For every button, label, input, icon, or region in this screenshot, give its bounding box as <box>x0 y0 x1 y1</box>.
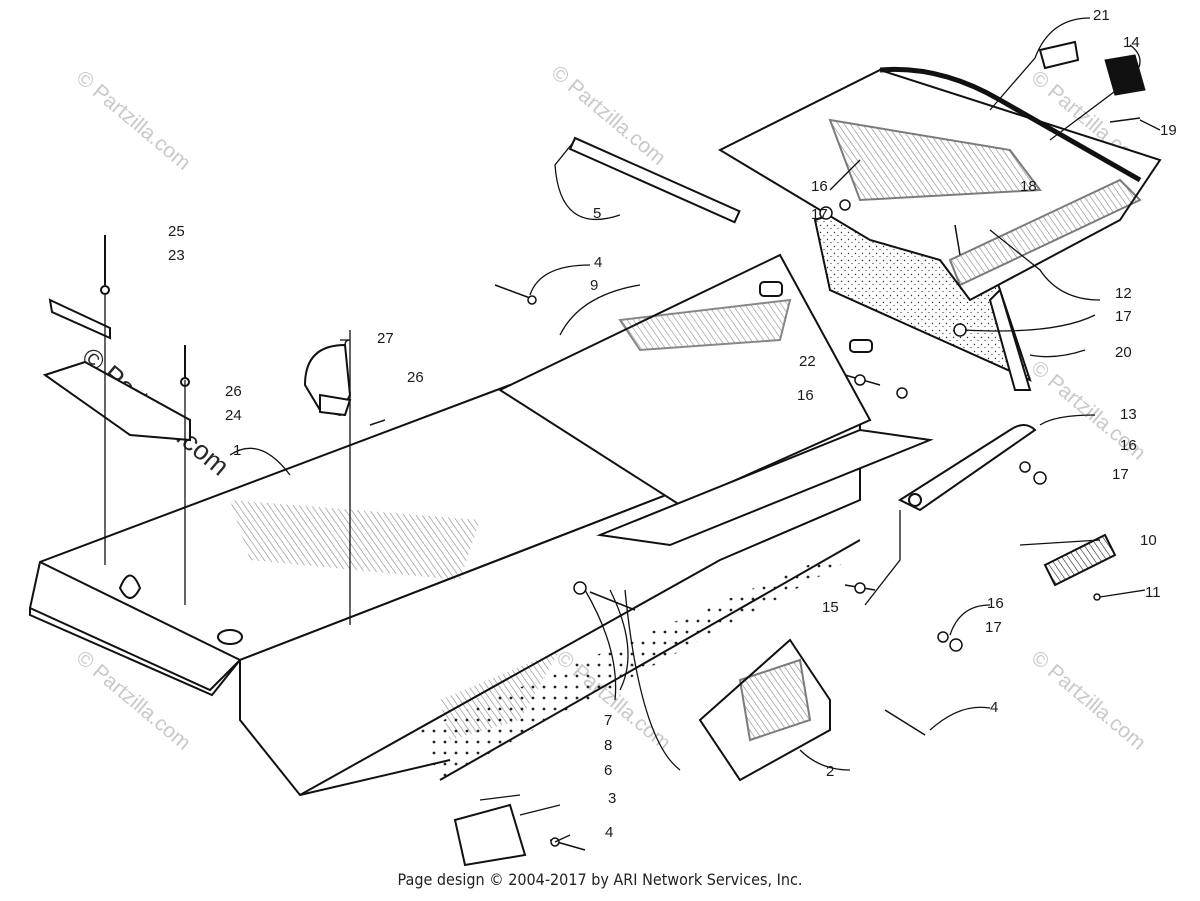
callout-17: 17 <box>811 206 828 223</box>
callout-24: 24 <box>225 407 242 424</box>
callout-17: 17 <box>985 619 1002 636</box>
rear-panel-part-9 <box>497 253 934 547</box>
plate-part-3 <box>453 803 527 867</box>
callout-23: 23 <box>168 247 185 264</box>
tab-part-27 <box>303 343 352 417</box>
callout-16: 16 <box>1120 437 1137 454</box>
callout-20: 20 <box>1115 344 1132 361</box>
callout-3: 3 <box>608 790 616 807</box>
callout-15: 15 <box>822 599 839 616</box>
callout-1: 1 <box>233 442 241 459</box>
callout-25: 25 <box>168 223 185 240</box>
callout-4: 4 <box>990 699 998 716</box>
callout-2: 2 <box>826 763 834 780</box>
callout-4: 4 <box>594 254 602 271</box>
callout-16: 16 <box>811 178 828 195</box>
callout-17: 17 <box>1115 308 1132 325</box>
callout-16: 16 <box>987 595 1004 612</box>
callout-14: 14 <box>1123 34 1140 51</box>
callout-labels: 1 2 3 4 4 4 5 6 7 8 9 10 11 12 13 14 15 … <box>168 7 1177 841</box>
callout-16: 16 <box>797 387 814 404</box>
callout-12: 12 <box>1115 285 1132 302</box>
callout-4: 4 <box>605 824 613 841</box>
rear-assembly-part-12 <box>717 66 1162 391</box>
bumper-part-13 <box>897 424 1037 512</box>
callout-27: 27 <box>377 330 394 347</box>
page-footer: Page design © 2004-2017 by ARI Network S… <box>397 870 803 889</box>
fasteners <box>369 117 1141 851</box>
callout-13: 13 <box>1120 406 1137 423</box>
callout-9: 9 <box>590 277 598 294</box>
reflector-part-10 <box>1043 533 1117 587</box>
callout-6: 6 <box>604 762 612 779</box>
decal-part-21 <box>1038 40 1080 70</box>
left-brackets <box>42 235 191 442</box>
callout-11: 11 <box>1145 584 1161 601</box>
watermark-text: © Partzilla.com <box>72 66 195 175</box>
callout-18: 18 <box>1020 178 1037 195</box>
leader-lines <box>104 17 1161 843</box>
watermark-text: © Partzilla.com <box>1027 646 1150 755</box>
callout-21: 21 <box>1093 7 1110 24</box>
callout-10: 10 <box>1140 532 1157 549</box>
callout-5: 5 <box>593 205 601 222</box>
callout-26: 26 <box>225 383 242 400</box>
callout-19: 19 <box>1160 122 1177 139</box>
callout-7: 7 <box>604 712 612 729</box>
callout-8: 8 <box>604 737 612 754</box>
bracket-part-2 <box>698 638 831 782</box>
callout-26: 26 <box>407 369 424 386</box>
decal-part-14 <box>1104 54 1146 96</box>
callout-17: 17 <box>1112 466 1129 483</box>
callout-22: 22 <box>799 353 816 370</box>
